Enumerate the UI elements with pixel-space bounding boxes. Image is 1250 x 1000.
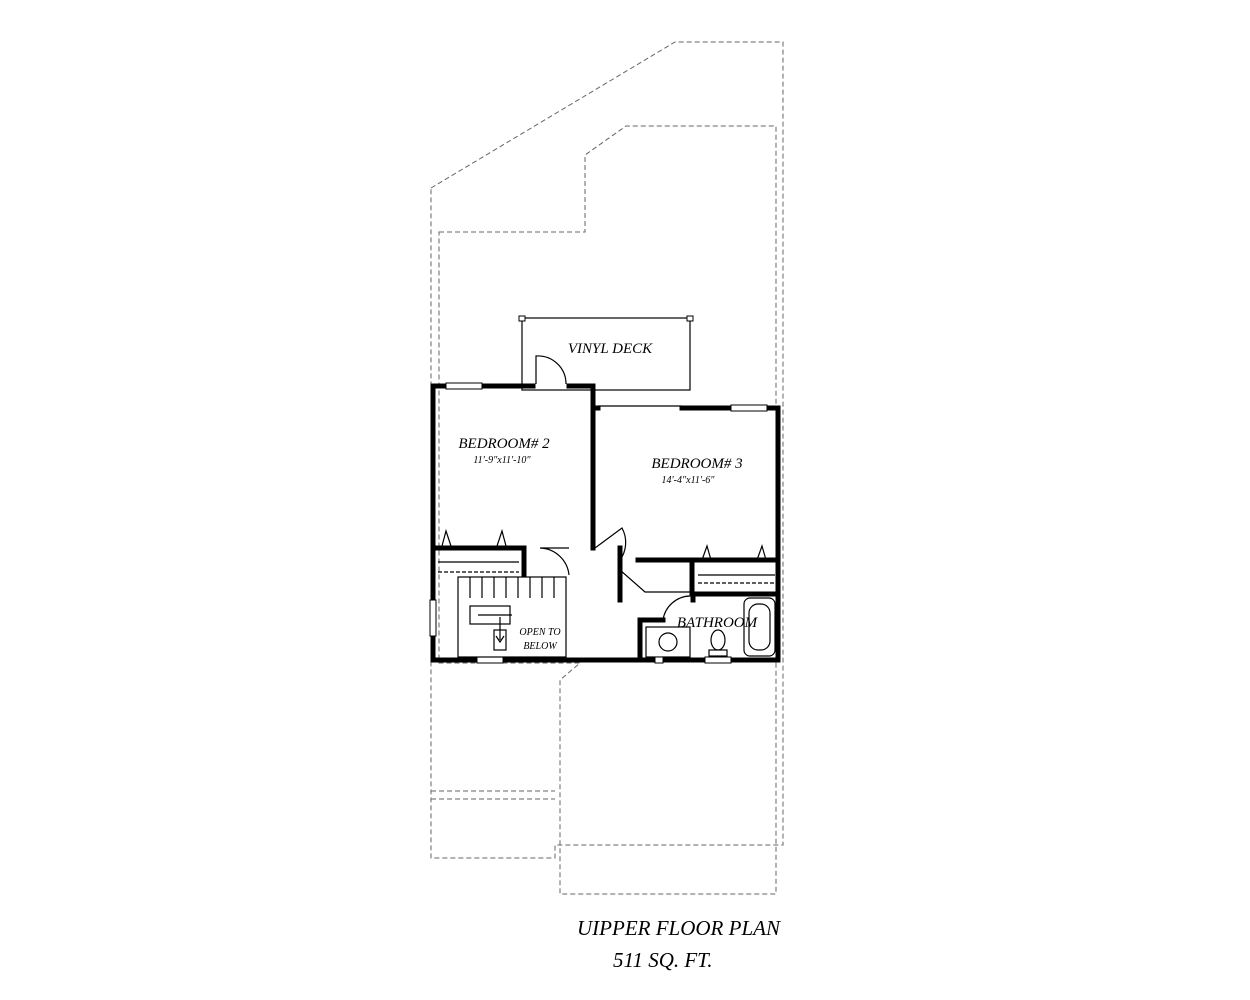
stairs [457,576,567,658]
bedroom2-dimensions: 11'-9"x11'-10" [473,455,531,466]
roof-outline [430,41,784,895]
bedroom3-dimensions: 14'-4"x11'-6" [661,475,715,486]
closets [438,528,775,584]
windows [429,382,768,664]
vinyl-deck-label: VINYL DECK [568,341,653,357]
vinyl-deck [518,315,694,391]
open-to-below-label-line1: OPEN TO [519,627,560,638]
plan-title: UIPPER FLOOR PLAN [577,916,781,940]
doors [539,527,693,621]
bedroom2-label: BEDROOM# 2 [458,436,550,452]
bathroom-fixtures [645,597,776,664]
bathroom-label: BATHROOM [677,615,759,631]
open-to-below-label-line2: BELOW [523,641,558,652]
plan-area: 511 SQ. FT. [613,948,713,972]
bedroom3-label: BEDROOM# 3 [651,456,742,472]
